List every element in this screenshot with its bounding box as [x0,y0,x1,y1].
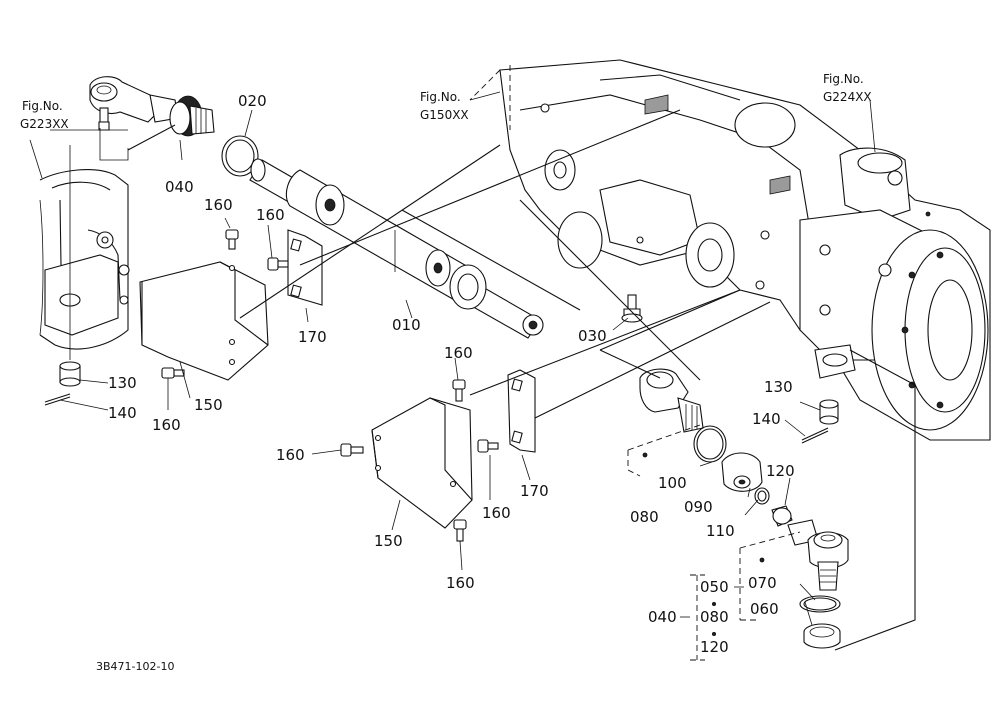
callout-170: 170 [520,482,549,500]
left-wheel-hub [39,169,130,350]
callout-090: 090 [684,498,713,516]
fig-ref-right-line2: G224XX [823,90,872,104]
guard-bracket-lower [507,369,536,453]
cotter-pin-left [44,393,71,406]
callout-130: 130 [764,378,793,396]
bolt-lower-4 [453,519,467,542]
callout-030: 030 [578,327,607,345]
fig-ref-center: Fig.No. G150XX [420,90,469,122]
right-wheel-hub [799,147,989,431]
callout-020: 020 [238,92,267,110]
callout-160: 160 [256,206,285,224]
o-ring [693,425,727,463]
callout-160: 160 [152,416,181,434]
drawing-number: 3B471-102-10 [96,660,174,673]
bolt-upper-3 [161,367,185,379]
boot-clip [754,487,770,505]
fig-ref-left-line1: Fig.No. [22,99,63,113]
callout-080: 080 [630,508,659,526]
fig-ref-right-line1: Fig.No. [823,72,864,86]
lock-nut [771,505,793,527]
dust-boot [721,452,763,492]
cylinder-guard-lower [371,397,473,529]
leader-lines [29,91,916,661]
seal-ring [799,595,841,613]
bolt-upper-2 [267,257,289,271]
cylinder-guard-upper [139,261,269,381]
adjusting-nut-assembly [169,95,215,137]
fig-ref-center-line2: G150XX [420,108,469,122]
callout-160: 160 [444,344,473,362]
castle-nut-right [819,399,839,425]
kit-item-050: 050 [700,578,729,596]
callout-140: 140 [108,404,137,422]
fig-ref-left: Fig.No. G223XX [20,99,69,131]
callout-040: 040 [165,178,194,196]
kit-item-120: 120 [700,638,729,656]
callout-160: 160 [204,196,233,214]
kit-item-080: 080 [700,608,729,626]
fig-ref-left-line2: G223XX [20,117,69,131]
snap-ring [221,135,259,177]
fig-ref-right: Fig.No. G224XX [823,72,872,104]
kit-legend: 040 050 080 120 [648,578,744,656]
callout-160: 160 [276,446,305,464]
callout-070: 070 [748,574,777,592]
steering-cylinder [249,158,544,339]
bolt-lower-1 [452,379,466,402]
callout-140: 140 [752,410,781,428]
callout-150: 150 [374,532,403,550]
callout-130: 130 [108,374,137,392]
callout-010: 010 [392,316,421,334]
castle-nut-left [59,361,81,387]
cap [803,623,841,649]
callout-160: 160 [446,574,475,592]
bolt-030 [621,294,643,323]
bolt-lower-3 [477,439,499,453]
callout-labels: 020 040 160 160 170 010 030 130 140 150 … [108,92,795,618]
kit-parent: 040 [648,608,677,626]
tie-rod-end-right [639,368,704,433]
tie-rod-end-left [89,76,179,131]
callout-100: 100 [658,474,687,492]
callout-110: 110 [706,522,735,540]
guard-bracket-upper [287,229,323,306]
tie-rod-end-lower [787,519,849,591]
callout-120: 120 [766,462,795,480]
bolt-lower-2 [340,443,364,457]
callout-060: 060 [750,600,779,618]
callout-150: 150 [194,396,223,414]
callout-160: 160 [482,504,511,522]
cotter-pin-right [801,427,829,444]
callout-170: 170 [298,328,327,346]
bolt-upper-1 [225,229,239,250]
fig-ref-center-line1: Fig.No. [420,90,461,104]
